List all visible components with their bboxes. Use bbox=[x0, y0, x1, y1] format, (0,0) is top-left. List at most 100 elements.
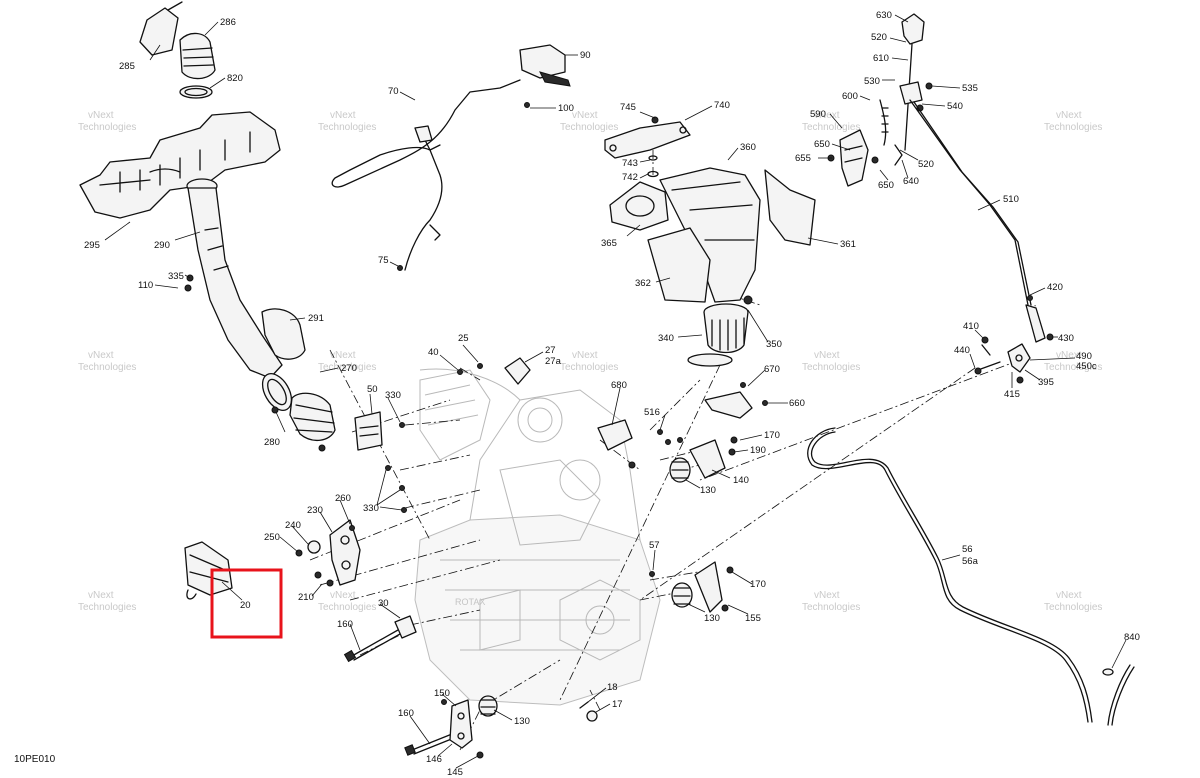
callout-520: 520 bbox=[871, 32, 887, 43]
callout-20: 20 bbox=[240, 600, 251, 611]
callout-361: 361 bbox=[840, 239, 856, 250]
callout-290: 290 bbox=[154, 240, 170, 251]
callout-130: 130 bbox=[514, 716, 530, 727]
watermark: vNext bbox=[572, 350, 598, 361]
watermark: vNext bbox=[88, 110, 114, 121]
callout-260: 260 bbox=[335, 493, 351, 504]
watermark: Technologies bbox=[802, 362, 860, 373]
callout-490: 490 bbox=[1076, 351, 1092, 362]
watermark: Technologies bbox=[318, 362, 376, 373]
watermark: vNext bbox=[88, 590, 114, 601]
watermark: Technologies bbox=[802, 122, 860, 133]
watermark: Technologies bbox=[318, 122, 376, 133]
callout-360: 360 bbox=[740, 142, 756, 153]
callout-520: 520 bbox=[918, 159, 934, 170]
callout-335: 335 bbox=[168, 271, 184, 282]
callout-75: 75 bbox=[378, 255, 389, 266]
svg-text:ROTAX: ROTAX bbox=[455, 597, 485, 607]
callout-146: 146 bbox=[426, 754, 442, 765]
callout-210: 210 bbox=[298, 592, 314, 603]
callout-170: 170 bbox=[764, 430, 780, 441]
watermark: Technologies bbox=[1044, 602, 1102, 613]
callout-230: 230 bbox=[307, 505, 323, 516]
callout-530: 530 bbox=[864, 76, 880, 87]
callout-170: 170 bbox=[750, 579, 766, 590]
callout-745: 745 bbox=[620, 102, 636, 113]
callout-160: 160 bbox=[398, 708, 414, 719]
callout-450c: 450c bbox=[1076, 361, 1097, 372]
callout-510: 510 bbox=[1003, 194, 1019, 205]
callout-660: 660 bbox=[789, 398, 805, 409]
shift-linkage bbox=[974, 333, 1054, 384]
engine-block-ghost: ROTAX bbox=[414, 368, 661, 706]
callout-670: 670 bbox=[764, 364, 780, 375]
callout-labels: 285 286 820 295 290 110 335 291 270 280 … bbox=[84, 10, 1140, 778]
callout-27: 27 bbox=[545, 345, 556, 356]
callout-140: 140 bbox=[733, 475, 749, 486]
watermark: Technologies bbox=[1044, 122, 1102, 133]
callout-190: 190 bbox=[750, 445, 766, 456]
leader-lines bbox=[104, 14, 1127, 769]
callout-516: 516 bbox=[644, 407, 660, 418]
callout-50: 50 bbox=[367, 384, 378, 395]
watermark: vNext bbox=[88, 350, 114, 361]
callout-650: 650 bbox=[814, 139, 830, 150]
air-intake-boot bbox=[139, 1, 216, 99]
watermark: vNext bbox=[1056, 350, 1082, 361]
watermark: Technologies bbox=[78, 602, 136, 613]
callout-362: 362 bbox=[635, 278, 651, 289]
watermark: Technologies bbox=[802, 602, 860, 613]
callout-100: 100 bbox=[558, 103, 574, 114]
highlight-box bbox=[210, 568, 283, 639]
callout-130: 130 bbox=[704, 613, 720, 624]
callout-145: 145 bbox=[447, 767, 463, 778]
callout-56: 56 bbox=[962, 544, 973, 555]
callout-655: 655 bbox=[795, 153, 811, 164]
callout-540: 540 bbox=[947, 101, 963, 112]
mounting-bracket bbox=[604, 116, 691, 178]
wire-harness bbox=[331, 44, 571, 271]
callout-650: 650 bbox=[878, 180, 894, 191]
callout-130: 130 bbox=[700, 485, 716, 496]
callout-430: 430 bbox=[1058, 333, 1074, 344]
callout-600: 600 bbox=[842, 91, 858, 102]
callout-350: 350 bbox=[766, 339, 782, 350]
callout-25: 25 bbox=[458, 333, 469, 344]
callout-90: 90 bbox=[580, 50, 591, 61]
callout-740: 740 bbox=[714, 100, 730, 111]
shift-rod bbox=[909, 99, 1046, 343]
air-filter bbox=[687, 295, 753, 367]
callout-160: 160 bbox=[337, 619, 353, 630]
watermark: Technologies bbox=[1044, 362, 1102, 373]
lower-mount bbox=[441, 695, 598, 759]
callout-840: 840 bbox=[1124, 632, 1140, 643]
watermark: vNext bbox=[330, 590, 356, 601]
callout-18: 18 bbox=[607, 682, 618, 693]
callout-240: 240 bbox=[285, 520, 301, 531]
callout-270: 270 bbox=[341, 363, 357, 374]
air-box bbox=[609, 167, 816, 303]
callout-340: 340 bbox=[658, 333, 674, 344]
callout-365: 365 bbox=[601, 238, 617, 249]
breather-hose bbox=[807, 427, 1135, 726]
callout-410: 410 bbox=[963, 321, 979, 332]
callout-285: 285 bbox=[119, 61, 135, 72]
intake-tube bbox=[184, 178, 336, 452]
callout-820: 820 bbox=[227, 73, 243, 84]
callout-415: 415 bbox=[1004, 389, 1020, 400]
callout-40: 40 bbox=[428, 347, 439, 358]
callout-610: 610 bbox=[873, 53, 889, 64]
callout-395: 395 bbox=[1038, 377, 1054, 388]
callout-420: 420 bbox=[1047, 282, 1063, 293]
callout-30: 30 bbox=[378, 598, 389, 609]
callout-640: 640 bbox=[903, 176, 919, 187]
callout-630: 630 bbox=[876, 10, 892, 21]
callout-440: 440 bbox=[954, 345, 970, 356]
callout-742: 742 bbox=[622, 172, 638, 183]
callout-680: 680 bbox=[611, 380, 627, 391]
callout-280: 280 bbox=[264, 437, 280, 448]
watermark: Technologies bbox=[78, 362, 136, 373]
watermark: Technologies bbox=[560, 362, 618, 373]
callout-70: 70 bbox=[388, 86, 399, 97]
watermark: Technologies bbox=[560, 122, 618, 133]
